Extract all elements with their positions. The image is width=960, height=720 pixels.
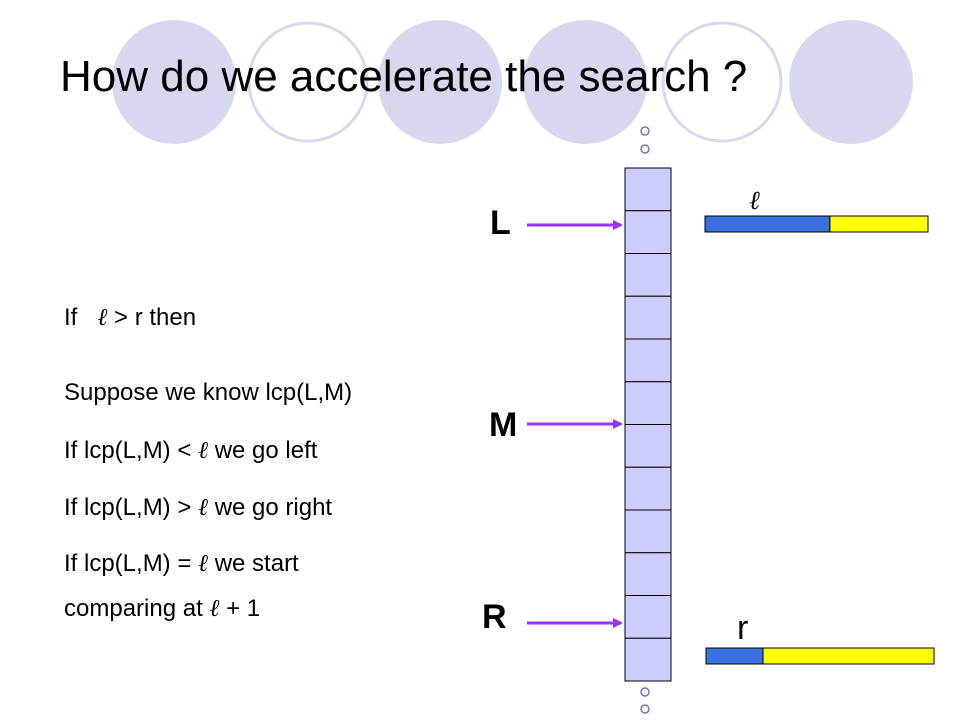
decor-circle-filled: [378, 20, 502, 144]
decor-circle-filled: [789, 20, 913, 144]
array-cell: [624, 338, 672, 383]
lcp-bar-bottom: [705, 647, 935, 665]
ellipsis-dot: [640, 144, 650, 154]
array-cell: [624, 253, 672, 297]
condition-line-1: If ℓ > r then: [64, 303, 196, 333]
decor-circle-outline: [247, 21, 369, 143]
condition-line-5-suffix: we start: [214, 550, 299, 577]
ell-symbol: ℓ: [198, 495, 209, 521]
ellipsis-dot: [640, 704, 650, 714]
condition-line-2: Suppose we know lcp(L,M): [64, 379, 353, 406]
ell-symbol: ℓ: [97, 305, 108, 331]
condition-line-6-suffix: + 1: [226, 595, 261, 622]
condition-line-4-suffix: we go right: [214, 494, 333, 521]
condition-line-5-prefix: If lcp(L,M) =: [64, 550, 192, 577]
lcp-bar-bottom-matched: [705, 647, 764, 665]
ell-symbol: ℓ: [198, 438, 209, 464]
ellipsis-dot: [640, 687, 650, 697]
suffix-array: [624, 167, 672, 682]
pointer-label-l: L: [490, 204, 511, 242]
pointer-label-r: R: [482, 598, 507, 636]
ellipsis-dots-bottom: [640, 687, 650, 714]
condition-line-1-suffix: > r then: [114, 304, 197, 331]
array-cell: [624, 637, 672, 682]
lcp-bar-top-rest: [829, 215, 929, 233]
condition-line-3-suffix: we go left: [214, 437, 318, 464]
condition-line-1-prefix: If: [64, 304, 78, 331]
decor-circle-filled: [523, 20, 647, 144]
ellipsis-dots-top: [640, 126, 650, 154]
lcp-bar-top-matched: [704, 215, 831, 233]
array-cell: [624, 210, 672, 254]
array-cell: [624, 595, 672, 639]
ellipsis-dot: [640, 126, 650, 136]
array-cell: [624, 424, 672, 468]
condition-line-6: comparing at ℓ + 1: [64, 594, 260, 624]
ell-symbol: ℓ: [209, 596, 220, 622]
condition-line-3: If lcp(L,M) < ℓ we go left: [64, 436, 317, 466]
condition-line-6-prefix: comparing at: [64, 595, 203, 622]
condition-line-4-prefix: If lcp(L,M) >: [64, 494, 192, 521]
array-cell: [624, 167, 672, 212]
ell-symbol: ℓ: [198, 551, 209, 577]
decor-circle-outline: [661, 21, 783, 143]
array-cell: [624, 381, 672, 425]
bar-label-ell: ℓ: [749, 186, 760, 215]
lcp-bar-top: [704, 215, 929, 233]
slide-title: How do we accelerate the search ?: [60, 52, 748, 101]
bar-label-r: r: [737, 609, 749, 647]
decor-circle-filled: [112, 20, 236, 144]
array-cell: [624, 509, 672, 554]
decor-circles: [112, 20, 913, 144]
pointer-label-m: M: [489, 406, 518, 444]
condition-line-4: If lcp(L,M) > ℓ we go right: [64, 493, 332, 523]
array-cell: [624, 295, 672, 340]
array-cell: [624, 552, 672, 596]
condition-line-3-prefix: If lcp(L,M) <: [64, 437, 192, 464]
array-cell: [624, 466, 672, 511]
lcp-bar-bottom-rest: [762, 647, 935, 665]
condition-line-5: If lcp(L,M) = ℓ we start: [64, 549, 299, 579]
